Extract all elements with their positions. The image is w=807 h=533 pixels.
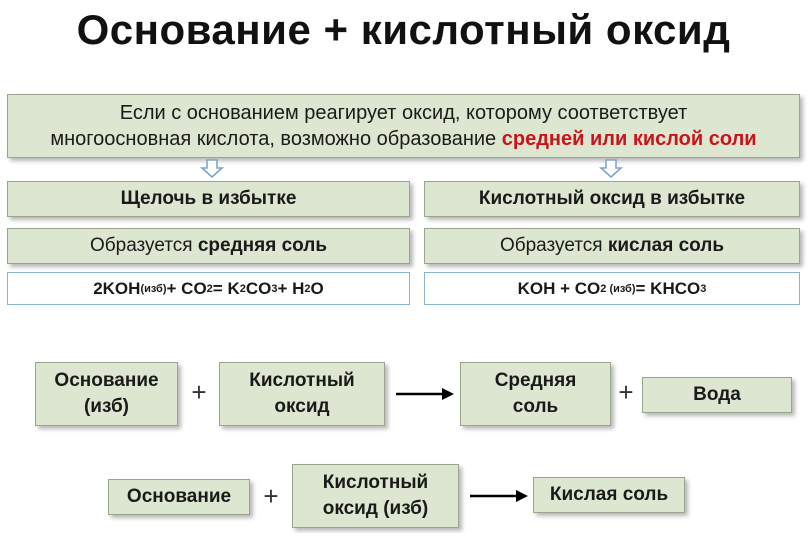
intro-highlight: средней или кислой соли: [501, 128, 757, 150]
scheme2-oxide-line2: оксид (изб): [322, 498, 429, 519]
intro-line-1: Если с основанием реагирует оксид, котор…: [119, 102, 688, 124]
intro-box: Если с основанием реагирует оксид, котор…: [7, 94, 800, 158]
left-result-salt: средняя соль: [197, 235, 328, 256]
eq-sub: 2: [206, 282, 213, 295]
eq-part: = K: [212, 278, 240, 298]
eq-part: CO: [245, 278, 272, 298]
scheme2-acid-salt: Кислая соль: [533, 477, 685, 513]
eq-part: + CO: [166, 278, 207, 298]
eq-sub: 2: [239, 282, 246, 295]
left-result: Образуется средняя соль: [7, 228, 410, 264]
scheme1-acid-oxide: Кислотный оксид: [219, 362, 385, 426]
scheme1-oxide-line2: оксид: [274, 396, 330, 417]
eq-sub: 3: [271, 282, 278, 295]
eq-part: + H: [277, 278, 305, 298]
right-result-salt: кислая соль: [607, 235, 725, 256]
eq-part: KOH + CO: [517, 278, 601, 298]
right-result-text: Образуется: [499, 235, 603, 256]
scheme1-salt-line2: соль: [512, 396, 559, 417]
intro-line-2: многоосновная кислота, возможно образова…: [50, 126, 756, 152]
scheme1-salt-line1: Средняя: [494, 370, 577, 391]
scheme1-plus-1: +: [191, 377, 207, 407]
eq-sub: 3: [700, 282, 707, 295]
intro-line-2-text: многоосновная кислота, возможно образова…: [50, 128, 502, 150]
scheme1-base-line1: Основание: [54, 370, 159, 391]
down-arrow-icon-right: [598, 159, 624, 179]
left-header: Щелочь в избытке: [7, 181, 410, 217]
scheme1-plus-2: +: [618, 377, 634, 407]
eq-sub: (изб): [140, 282, 167, 295]
scheme1-base-excess: Основание (изб): [35, 362, 178, 426]
scheme1-reaction-arrow-icon: [396, 388, 454, 400]
scheme2-acid-oxide-excess: Кислотный оксид (изб): [292, 464, 459, 528]
page-title: Основание + кислотный оксид: [76, 6, 731, 53]
eq-part: = KHCO: [635, 278, 701, 298]
right-result: Образуется кислая соль: [424, 228, 800, 264]
scheme1-water: Вода: [642, 377, 792, 413]
scheme2-reaction-arrow-icon: [470, 490, 528, 502]
eq-sub: 2 (изб): [600, 282, 636, 295]
down-arrow-icon-left: [199, 159, 225, 179]
left-result-text: Образуется: [89, 235, 193, 256]
scheme2-base: Основание: [108, 479, 250, 515]
eq-sub: 2: [304, 282, 311, 295]
right-header: Кислотный оксид в избытке: [424, 181, 800, 217]
eq-part: O: [310, 278, 324, 298]
scheme1-oxide-line1: Кислотный: [249, 370, 355, 391]
scheme1-base-line2: (изб): [83, 396, 130, 417]
scheme1-normal-salt: Средняя соль: [460, 362, 611, 426]
eq-part: 2KOH: [93, 278, 141, 298]
scheme2-oxide-line1: Кислотный: [322, 472, 429, 493]
scheme2-plus: +: [263, 481, 279, 511]
